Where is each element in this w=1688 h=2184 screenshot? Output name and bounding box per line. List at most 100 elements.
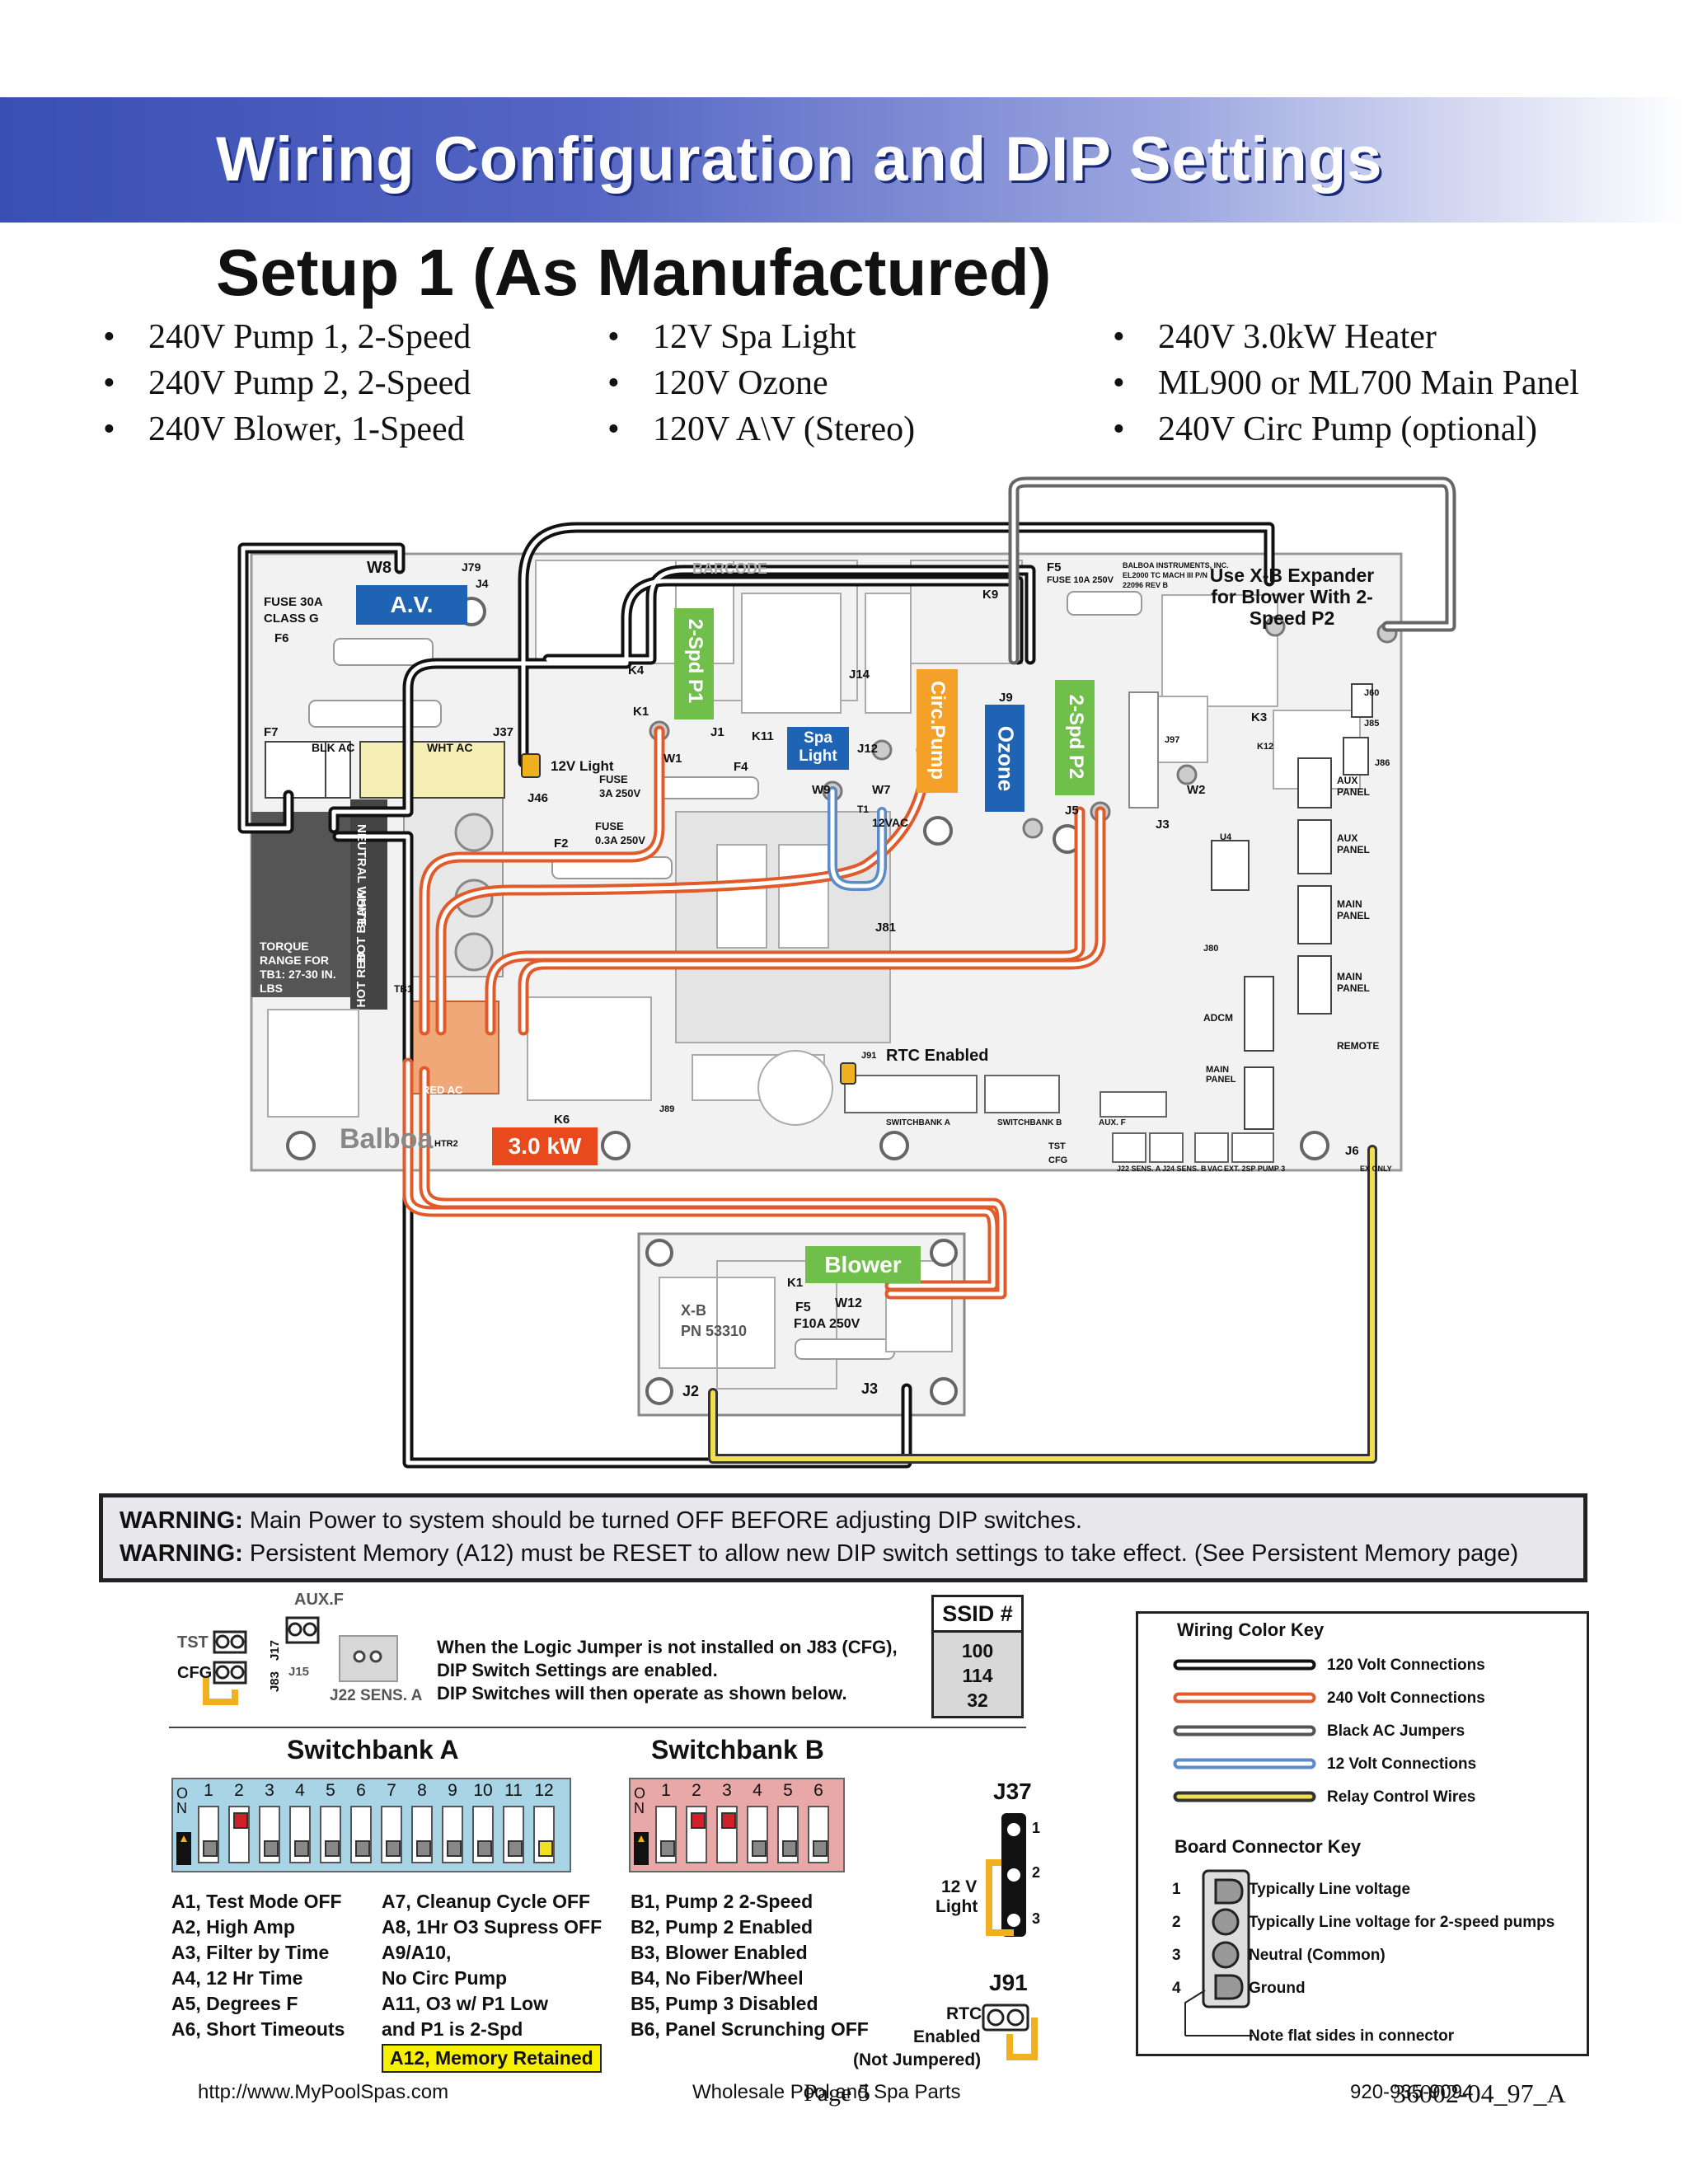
label-xb-k1: K1	[787, 1276, 804, 1290]
dip-switch-2[interactable]	[228, 1806, 250, 1863]
label-j4: J4	[476, 577, 489, 590]
label-switchbank-a-board: SWITCHBANK A	[886, 1118, 950, 1127]
label-cfg: CFG	[177, 1664, 213, 1682]
wiring-key-swatches	[1173, 1659, 1316, 1802]
setting-item: A7, Cleanup Cycle OFF	[382, 1891, 591, 1912]
logic-jumper-note: When the Logic Jumper is not installed o…	[437, 1636, 898, 1705]
label-fuse-3a: FUSE	[599, 773, 628, 785]
label-main-panel-2: MAIN PANEL	[1337, 971, 1370, 994]
label-xb-fuse: F10A 250V	[794, 1317, 860, 1331]
label-xb-j2: J2	[682, 1383, 700, 1399]
dip-switch-12[interactable]	[533, 1806, 555, 1863]
dip-switch-4[interactable]	[747, 1806, 768, 1863]
label-cfg-board: CFG	[1048, 1155, 1068, 1165]
label-j89: J89	[659, 1104, 675, 1114]
wiring-key	[1136, 1611, 1589, 2056]
feature-item: ML900 or ML700 Main Panel	[1113, 363, 1579, 410]
feature-item: 120V A\V (Stereo)	[607, 410, 915, 456]
label-aux-f: AUX.F	[294, 1591, 344, 1609]
dip-switch-number: 7	[387, 1781, 396, 1800]
label-j14: J14	[849, 668, 870, 682]
connector-note: Note flat sides in connector	[1249, 2027, 1455, 2045]
label-j97: J97	[1165, 735, 1180, 745]
ssid-title: SSID #	[934, 1597, 1021, 1633]
label-j81: J81	[875, 921, 897, 935]
circ-pump-tag: Circ.Pump	[917, 669, 958, 793]
label-j60: J60	[1364, 688, 1380, 698]
label-w8: W8	[367, 559, 392, 577]
label-k11: K11	[752, 729, 774, 743]
label-classg: CLASS G	[264, 612, 319, 626]
setting-item: A5, Degrees F	[171, 1993, 298, 2014]
label-barcode: BARCODE	[692, 560, 768, 577]
dip-switch-8[interactable]	[411, 1806, 433, 1863]
note-line: DIP Switches will then operate as shown …	[437, 1683, 847, 1704]
footer-phone: 920-935-9094	[1350, 2081, 1474, 2103]
cfg-jumper-diagram	[203, 1616, 398, 1705]
label-sens-a: J22 SENS. A	[330, 1687, 423, 1704]
dip-switch-9[interactable]	[442, 1806, 463, 1863]
dip-switch-knob	[813, 1840, 828, 1857]
dip-switch-1[interactable]	[655, 1806, 677, 1863]
wiring-key-title: Wiring Color Key	[1177, 1619, 1325, 1640]
label-j6: J6	[1345, 1144, 1359, 1158]
dip-switch-3[interactable]	[259, 1806, 280, 1863]
dip-switch-knob	[538, 1840, 553, 1857]
warning-label: WARNING:	[120, 1507, 243, 1534]
dip-switch-6[interactable]	[808, 1806, 829, 1863]
dip-switch-3[interactable]	[716, 1806, 738, 1863]
label-ex-only: EX ONLY	[1360, 1165, 1392, 1173]
connector-pin-num: 1	[1172, 1881, 1181, 1898]
label-adcm: ADCM	[1203, 1012, 1233, 1024]
dip-switch-2[interactable]	[686, 1806, 707, 1863]
label-w9: W9	[812, 783, 831, 797]
dip-switch-number: 1	[204, 1781, 213, 1800]
setting-item: A11, O3 w/ P1 Low	[382, 1993, 548, 2014]
label-12v-light: 12V Light	[551, 758, 614, 774]
board-connector-icon	[1184, 1869, 1253, 2036]
label-switchbank-b-board: SWITCHBANK B	[997, 1118, 1062, 1127]
dip-switch-6[interactable]	[350, 1806, 372, 1863]
dip-switch-number: 6	[814, 1781, 823, 1800]
label-w7: W7	[872, 783, 891, 797]
dip-switch-10[interactable]	[472, 1806, 494, 1863]
label-j37: J37	[493, 725, 514, 739]
label-tst: TST	[177, 1633, 209, 1652]
warning-text: Main Power to system should be turned OF…	[242, 1507, 1082, 1534]
dip-switch-knob	[233, 1812, 248, 1829]
j91-label: RTC	[946, 2004, 982, 2023]
dip-switch-5[interactable]	[777, 1806, 799, 1863]
dip-switch-4[interactable]	[289, 1806, 311, 1863]
ssid-box: SSID # 100 114 32	[931, 1595, 1024, 1718]
j37-pin: 1	[1032, 1820, 1041, 1836]
dip-switch-number: 2	[692, 1781, 701, 1800]
setting-item: B2, Pump 2 Enabled	[631, 1916, 814, 1938]
label-main-panel-1: MAIN PANEL	[1337, 898, 1370, 921]
dip-switch-11[interactable]	[503, 1806, 524, 1863]
dip-switch-1[interactable]	[198, 1806, 219, 1863]
dip-switch-number: 10	[473, 1781, 493, 1800]
label-t1: T1	[857, 804, 870, 815]
dip-switch-knob	[294, 1840, 309, 1857]
dip-switch-number: 3	[722, 1781, 732, 1800]
feature-item: 240V Pump 1, 2-Speed	[103, 317, 471, 363]
dip-switch-5[interactable]	[320, 1806, 341, 1863]
wiring-diagram	[237, 476, 1456, 1469]
dip-switch-7[interactable]	[381, 1806, 402, 1863]
label-wht-ac: WHT AC	[427, 741, 473, 754]
balboa-logo-text: Balboa	[340, 1123, 434, 1155]
wire-key-label: 120 Volt Connections	[1327, 1657, 1485, 1674]
setting-item: B3, Blower Enabled	[631, 1942, 808, 1963]
dip-switch-number: 11	[504, 1781, 523, 1800]
label-j5: J5	[1065, 804, 1079, 818]
setting-item: B1, Pump 2 2-Speed	[631, 1891, 814, 1912]
connector-key-label: Neutral (Common)	[1249, 1947, 1386, 1964]
j37-pin: 2	[1032, 1864, 1041, 1881]
label-f7: F7	[264, 725, 279, 739]
footer-url[interactable]: http://www.MyPoolSpas.com	[198, 2081, 449, 2103]
setting-item: A3, Filter by Time	[171, 1942, 330, 1963]
label-j1: J1	[710, 725, 724, 739]
j37-label: Light	[935, 1897, 978, 1916]
label-j91: J91	[861, 1051, 877, 1061]
